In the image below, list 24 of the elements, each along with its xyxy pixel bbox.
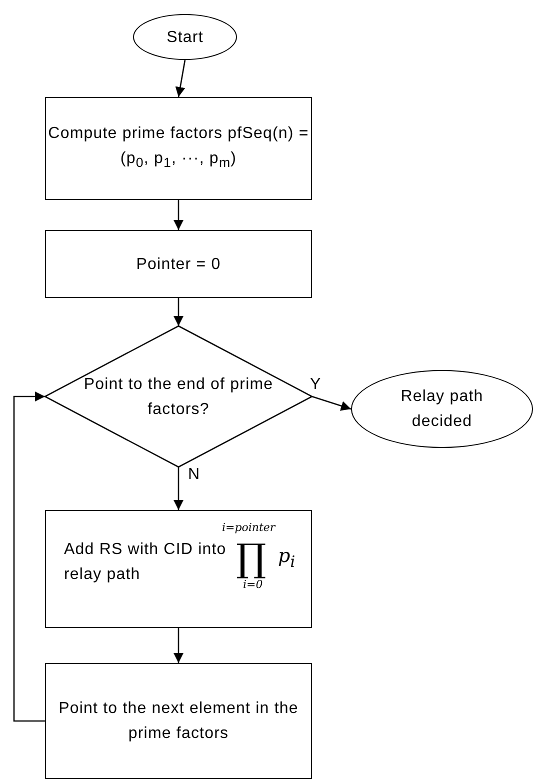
node-text: Compute prime factors pfSeq(n) = (p$_{0}$, p$_{1}$, ···, p$_{m}$): [47, 124, 310, 173]
arrow: [174, 200, 184, 230]
arrow: [174, 628, 184, 663]
product-symbol: ∏: [236, 539, 266, 577]
edge-label: Y: [308, 376, 324, 394]
node-text: Point to the end of prime factors?: [82, 374, 274, 420]
arrow: [174, 298, 184, 326]
arrow: [174, 467, 184, 510]
factor-term: p$_{i}$: [278, 547, 296, 570]
decision-diamond: [45, 326, 312, 467]
node-text: Start: [166, 28, 204, 48]
arrow: [312, 396, 352, 411]
node-text: Pointer = 0: [136, 254, 221, 274]
process-text: Add RS with CID into relay path: [64, 540, 228, 585]
process-box: [45, 230, 312, 298]
node-text: Relay path decided: [400, 387, 484, 432]
arrow: [175, 60, 186, 98]
lower-limit: i=0: [243, 579, 263, 590]
process-box: [45, 510, 312, 628]
process-box: [45, 663, 312, 779]
arrow: [13, 392, 45, 722]
node-text: Point to the next element in the prime factors: [58, 699, 300, 744]
process-box: [45, 97, 312, 200]
upper-limit: i=pointer: [222, 522, 276, 533]
